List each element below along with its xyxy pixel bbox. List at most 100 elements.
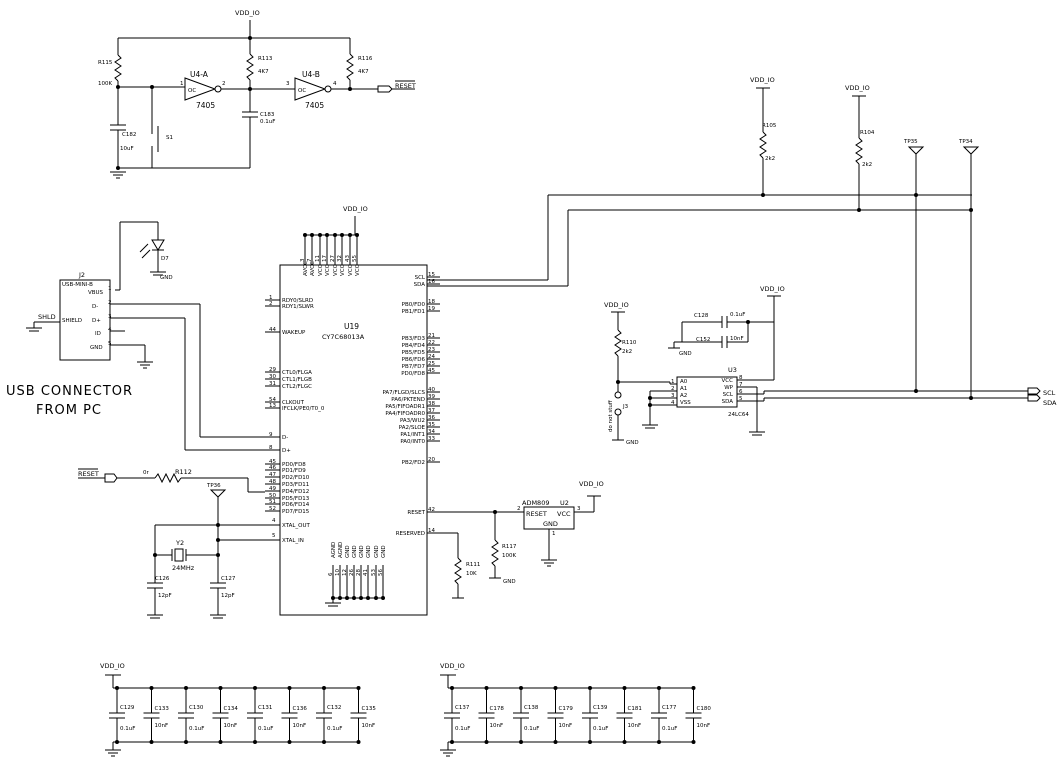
u3-left-pin-name: A2 bbox=[680, 393, 687, 399]
r104-vdd: VDD_IO bbox=[845, 84, 870, 92]
decoupling-cap-val: 0.1uF bbox=[593, 726, 608, 732]
mcu-right-pin-name: PB4/FD4 bbox=[402, 343, 426, 349]
u3-right-pin-name: SDA bbox=[722, 399, 734, 405]
c152-gnd: GND bbox=[679, 351, 692, 357]
d7-gnd-label: GND bbox=[160, 275, 173, 281]
mcu-right-pin-num: 22 bbox=[428, 340, 435, 346]
mcu-right-pin-name: PA7/FLGD/SLCS bbox=[382, 390, 425, 396]
r113-ref: R113 bbox=[258, 56, 273, 62]
c183-ref: C183 bbox=[260, 112, 275, 118]
mcu-top-pin-num: 27 bbox=[330, 255, 336, 262]
decoupling-cap-val: 10nF bbox=[628, 723, 642, 729]
r111-val: 10K bbox=[466, 571, 477, 577]
decoupling-cap-val: 10nF bbox=[490, 723, 504, 729]
usb-heading-line2: FROM PC bbox=[36, 403, 102, 418]
mcu-right-pin-num: 42 bbox=[428, 507, 435, 513]
mcu-ref: U19 bbox=[344, 322, 359, 331]
c152-ref: C152 bbox=[696, 337, 710, 343]
c183-val: 0.1uF bbox=[260, 119, 275, 125]
mcu-right-pin-name: PB0/FD0 bbox=[402, 302, 426, 308]
scl-out-label: SCL bbox=[1043, 389, 1056, 397]
mcu-right-pin-name: RESERVED bbox=[396, 531, 425, 537]
mcu-left-pin-name: PD7/FD15 bbox=[282, 509, 310, 515]
u4a-oc: OC bbox=[188, 88, 196, 94]
u3-left-pin-num: 1 bbox=[671, 379, 675, 385]
mcu-top-pin-num: 17 bbox=[322, 255, 328, 262]
shld-label: SHLD bbox=[38, 313, 56, 321]
u3-right-pin-num: 8 bbox=[739, 375, 743, 381]
c152-val: 10nF bbox=[730, 336, 744, 342]
decoupling-cap-val: 0.1uF bbox=[662, 726, 677, 732]
mcu-bottom-pin-num: 6 bbox=[328, 572, 334, 576]
mcu-top-pin-name: AVCC bbox=[310, 261, 316, 276]
u2-pin1: 1 bbox=[552, 531, 556, 537]
decoup-left-vdd: VDD_IO bbox=[100, 662, 125, 670]
decoupling-cap-ref: C139 bbox=[593, 705, 608, 711]
mcu-left-pin-num: 49 bbox=[269, 486, 276, 492]
mcu-top-pin-num: 32 bbox=[337, 255, 343, 262]
j2-num5: 5 bbox=[108, 341, 112, 347]
r110-ref: R110 bbox=[622, 340, 637, 346]
j3-ref: J3 bbox=[622, 404, 629, 410]
supervisor-u2: R117 100K GND R111 10K ADM809 U2 RESET V… bbox=[427, 480, 604, 599]
r110-val: 2k2 bbox=[622, 349, 632, 355]
mcu-bottom-pin-name: GND bbox=[381, 545, 387, 558]
mcu-right-pin-name: PA6/PKTEND bbox=[391, 397, 425, 403]
decoupling-cap-ref: C138 bbox=[524, 705, 539, 711]
c127-ref: C127 bbox=[221, 576, 236, 582]
c182-ref: C182 bbox=[122, 132, 136, 138]
mcu-bottom-pin-name: GND bbox=[352, 545, 358, 558]
u3-left-pin-num: 3 bbox=[671, 393, 675, 399]
mcu-right-pin-num: 25 bbox=[428, 361, 435, 367]
mcu-left-pin-name: PD6/FD14 bbox=[282, 502, 310, 508]
mcu-right-pin-num: 21 bbox=[428, 333, 435, 339]
decoupling-cap-val: 0.1uF bbox=[327, 726, 342, 732]
mcu-top-pin-num: 55 bbox=[352, 255, 358, 262]
mcu-right-pin-num: 14 bbox=[428, 528, 435, 534]
mcu-right-pin-num: 24 bbox=[428, 354, 435, 360]
mcu-bottom-pin-name: GND bbox=[374, 545, 380, 558]
r110-vdd: VDD_IO bbox=[604, 301, 629, 309]
r112-val: 0r bbox=[143, 470, 149, 476]
u2-ref: U2 bbox=[560, 499, 569, 507]
u4a-pin2: 2 bbox=[222, 81, 226, 87]
decoupling-cap-ref: C178 bbox=[490, 706, 505, 712]
mcu-right-pin-name: PB1/FD1 bbox=[402, 309, 425, 315]
mcu-right-pin-num: 35 bbox=[428, 422, 435, 428]
mcu-left-pin-num: 30 bbox=[269, 374, 276, 380]
mcu-right-pin-name: SDA bbox=[414, 282, 426, 288]
r115-val: 100K bbox=[98, 81, 112, 87]
decoupling-caps: VDD_IO VDD_IO C1290.1uFC13310nFC1300.1uF… bbox=[100, 662, 711, 757]
j2-num3: 3 bbox=[108, 314, 112, 320]
eeprom-u3: VDD_IO C128 0.1uF C152 10nF GND U3 24LC6… bbox=[604, 285, 785, 446]
decoup-right-vdd: VDD_IO bbox=[440, 662, 465, 670]
mcu-left-pin-num: 44 bbox=[269, 327, 276, 333]
tp34-label: TP34 bbox=[958, 139, 973, 145]
mcu-left-pin-num: 50 bbox=[269, 493, 276, 499]
u3-right-pin-num: 5 bbox=[739, 396, 743, 402]
mcu-right-pin-name: PA1/INT1 bbox=[400, 432, 425, 438]
mcu-right-pin-name: PA4/FIFOADR0 bbox=[385, 411, 425, 417]
u4b-type: 7405 bbox=[305, 101, 324, 110]
mcu-top-pin-name: VCC bbox=[348, 264, 354, 276]
mcu-vdd-label: VDD_IO bbox=[343, 205, 368, 213]
mcu-left-pin-name: CTL1/FLGB bbox=[282, 377, 312, 383]
u2-vcc: VCC bbox=[557, 510, 571, 518]
mcu-left-pin-name: RDY1/SLWR bbox=[282, 304, 314, 310]
mcu-left-pin-name: WAKEUP bbox=[282, 330, 306, 336]
j2-pin-id: ID bbox=[95, 331, 101, 337]
mcu-left-pin-num: 9 bbox=[269, 432, 273, 438]
mcu-left-pin-num: 1 bbox=[269, 295, 273, 301]
mcu-left-pin-name: XTAL_IN bbox=[282, 538, 304, 544]
u3-part: 24LC64 bbox=[728, 412, 749, 418]
r116-val: 4K7 bbox=[358, 69, 369, 75]
r105-vdd: VDD_IO bbox=[750, 76, 775, 84]
mcu-left-pin-name: CTL0/FLGA bbox=[282, 370, 312, 376]
u4b-ref: U4-B bbox=[302, 70, 320, 79]
tp35-label: TP35 bbox=[903, 139, 918, 145]
mcu-left-pin-name: PD5/FD13 bbox=[282, 496, 310, 502]
mcu-right-pin-name: PB6/FD6 bbox=[402, 357, 426, 363]
mcu-top-pin-name: AVCC bbox=[303, 261, 309, 276]
j2-pin-gnd: GND bbox=[90, 345, 103, 351]
mcu-right-pin-name: PA0/INT0 bbox=[400, 439, 425, 445]
